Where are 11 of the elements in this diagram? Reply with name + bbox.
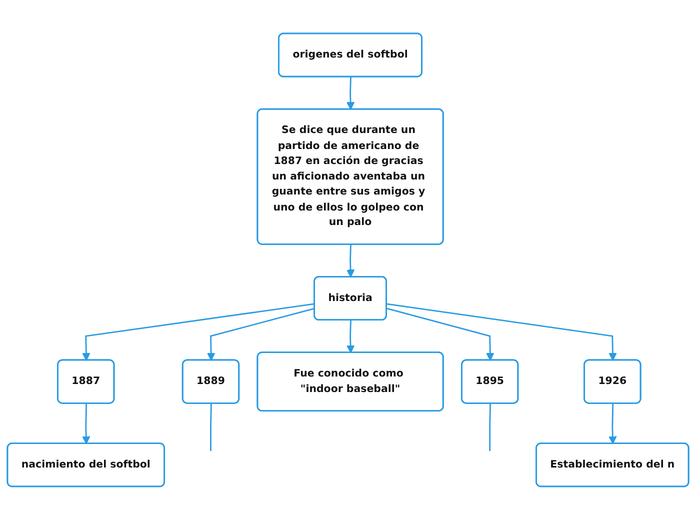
arrow: [82, 404, 90, 444]
arrow: [82, 303, 315, 361]
arrow: [346, 320, 355, 354]
arrow: [608, 404, 617, 444]
connector: [489, 404, 491, 451]
arrow: [386, 308, 494, 361]
arrow: [206, 308, 315, 361]
arrow: [346, 77, 355, 110]
connector: [210, 404, 212, 451]
arrow: [346, 244, 355, 278]
arrow: [386, 303, 617, 361]
